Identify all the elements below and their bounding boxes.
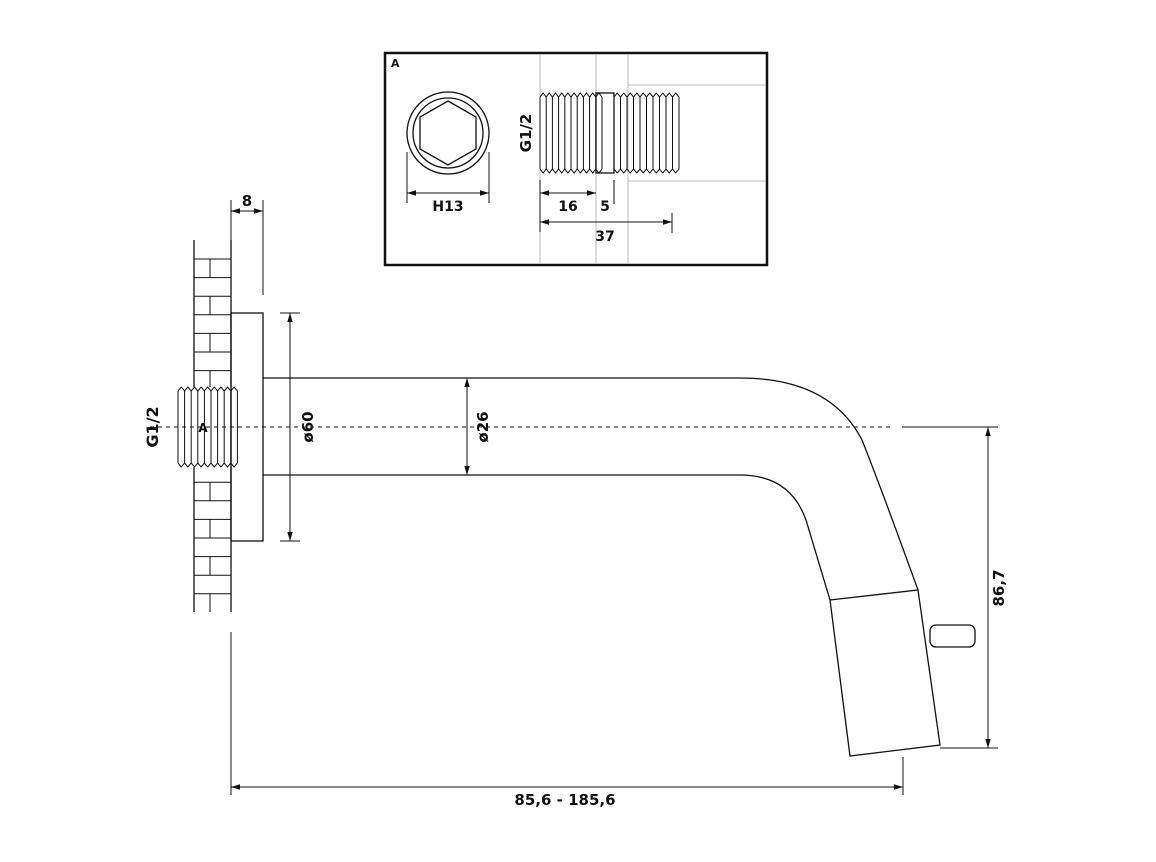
detail-title: A — [391, 57, 400, 70]
dim-rosette-diameter: ø60 — [280, 312, 317, 542]
detail-a-inset: A H13 G1/2 16 5 37 — [383, 51, 769, 267]
detail-marker-a: A — [198, 421, 208, 435]
spout — [263, 377, 976, 757]
thread-length-label: 16 — [558, 199, 577, 215]
detail-thread-label: G1/2 — [517, 114, 535, 153]
rosette-diameter-label: ø60 — [299, 411, 317, 442]
total-length-label: 37 — [595, 229, 614, 245]
wall-thread-label: G1/2 — [143, 406, 162, 447]
hex-key-label: H13 — [432, 199, 463, 215]
dim-rosette-depth: 8 — [230, 192, 264, 295]
dim-pipe-diameter: ø26 — [464, 378, 492, 475]
collar-length-label: 5 — [600, 199, 610, 215]
spout-height-label: 86,7 — [990, 569, 1008, 606]
pipe-diameter-label: ø26 — [474, 411, 492, 442]
sensor-button — [929, 624, 976, 648]
rosette-depth-label: 8 — [242, 192, 252, 210]
dim-spout-height: 86,7 — [940, 427, 1008, 749]
dim-projection: 85,6 - 185,6 — [230, 632, 904, 809]
projection-range-label: 85,6 - 185,6 — [514, 791, 615, 809]
